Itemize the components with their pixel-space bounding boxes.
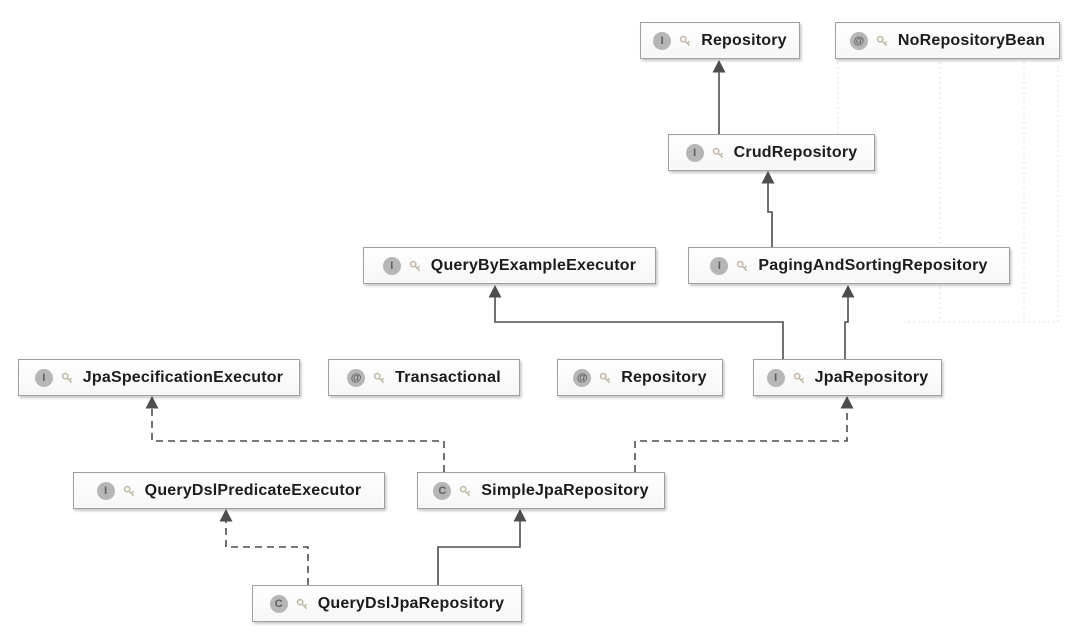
node-label: Transactional [395,368,501,386]
node-label: PagingAndSortingRepository [758,256,988,274]
key-icon [736,260,748,272]
node-crud-repository[interactable]: I CrudRepository [668,134,875,171]
node-jpa-specification-executor[interactable]: I JpaSpecificationExecutor [18,359,300,396]
annotation-icon: @ [347,368,366,387]
key-icon [793,372,805,384]
edge-querydsljparepository-to-simplejparepository [437,509,527,585]
node-label: JpaSpecificationExecutor [82,368,284,386]
interface-icon: I [710,256,729,275]
key-icon [712,147,724,159]
node-repository-interface[interactable]: I Repository [640,22,800,59]
interface-icon: I [685,143,704,162]
key-icon [876,35,888,47]
edge-simplejparepository-to-jparepository [634,396,854,472]
interface-icon: I [382,256,401,275]
key-icon [459,485,471,497]
node-label: NoRepositoryBean [897,31,1046,49]
node-paging-and-sorting-repository[interactable]: I PagingAndSortingRepository [688,247,1010,284]
key-icon [679,35,691,47]
key-icon [123,485,135,497]
node-repository-annotation[interactable]: @ Repository [557,359,723,396]
key-icon [409,260,421,272]
class-icon: C [269,594,288,613]
interface-icon: I [653,31,672,50]
key-icon [373,372,385,384]
key-icon [61,372,73,384]
edge-simplejparepository-to-jpaspecificationexecutor [145,396,445,472]
annotation-icon: @ [849,31,868,50]
edge-querydsljparepository-to-querydslpredicateexecutor [219,509,309,585]
node-label: QueryDslPredicateExecutor [144,481,362,499]
node-label: JpaRepository [814,368,929,386]
node-label: Repository [701,31,787,49]
node-query-dsl-predicate-executor[interactable]: I QueryDslPredicateExecutor [73,472,385,509]
node-transactional[interactable]: @ Transactional [328,359,520,396]
interface-icon: I [766,368,785,387]
interface-icon: I [34,368,53,387]
node-query-dsl-jpa-repository[interactable]: C QueryDslJpaRepository [252,585,522,622]
node-label: QueryByExampleExecutor [430,256,637,274]
node-query-by-example-executor[interactable]: I QueryByExampleExecutor [363,247,656,284]
node-label: Repository [621,368,707,386]
node-simple-jpa-repository[interactable]: C SimpleJpaRepository [417,472,665,509]
key-icon [296,598,308,610]
node-label: CrudRepository [733,143,858,161]
edge-pagingandsortingrepository-to-crudrepository [761,171,775,247]
node-no-repository-bean[interactable]: @ NoRepositoryBean [835,22,1060,59]
edge-jparepository-to-pagingandsortingrepository [841,285,855,359]
node-jpa-repository[interactable]: I JpaRepository [753,359,942,396]
edge-jparepository-to-querybyexampleexecutor [488,285,784,359]
node-label: SimpleJpaRepository [481,481,649,499]
key-icon [599,372,611,384]
annotation-icon: @ [573,368,592,387]
edge-crudrepository-to-repository [712,60,726,134]
class-icon: C [433,481,452,500]
node-label: QueryDslJpaRepository [317,594,505,612]
interface-icon: I [96,481,115,500]
